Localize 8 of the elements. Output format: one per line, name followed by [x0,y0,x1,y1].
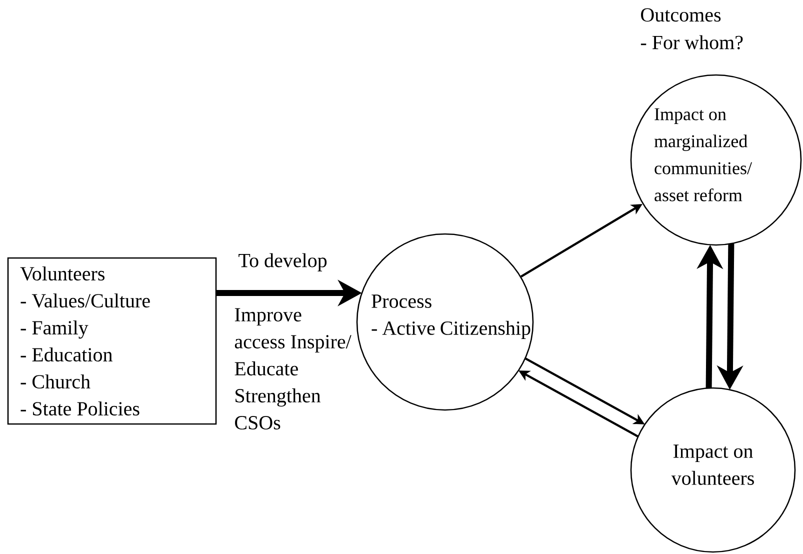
edge-label: To develop [238,253,327,272]
note-text: Outcomes [641,8,721,22]
note-text: Improve access Inspire/ Educate Strengthen CSOs [234,308,352,430]
circle-node: Process - Active Citizenship [356,233,534,411]
circle-node: Impact on marginalized communities/ asset reform [630,74,802,246]
list-box: Volunteers - Values/Culture - Family - Education - Church - State Policies [7,257,217,425]
note-text: - For whom? [640,35,743,50]
circle-node: Impact on volunteers [630,387,796,553]
